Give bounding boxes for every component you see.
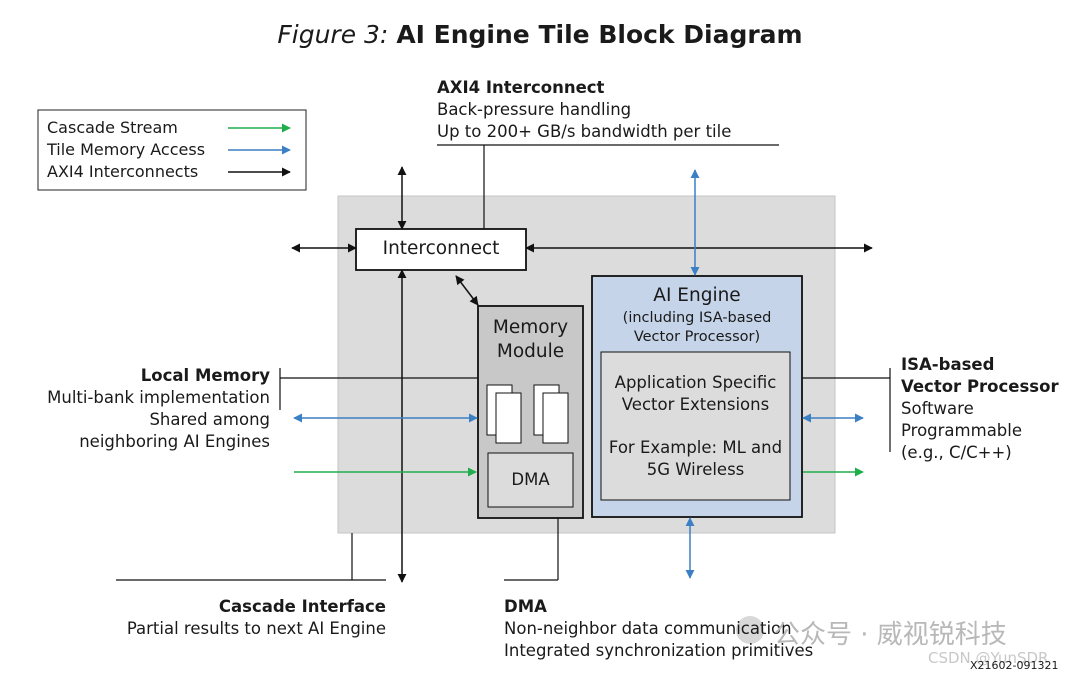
isa-heading-2: Vector Processor <box>901 377 1059 396</box>
dma-box <box>487 452 574 508</box>
dma-callout-line-1: Non-neighbor data communication <box>504 619 792 638</box>
isa-line-1: Software <box>901 399 974 418</box>
figure-title: Figure 3: AI Engine Tile Block Diagram <box>0 20 1080 49</box>
memory-module-label-2: Module <box>496 341 565 362</box>
isa-line-2: Programmable <box>901 421 1023 440</box>
memory-bank-right-front <box>542 392 569 444</box>
memory-module-label-1: Memory <box>492 317 569 338</box>
ai-engine-title: AI Engine <box>653 285 741 306</box>
vector-ext-line-2: Vector Extensions <box>621 395 770 414</box>
ai-engine-subtitle-1: (including ISA-based <box>622 310 772 326</box>
vector-ext-line-4: For Example: ML and <box>608 438 783 457</box>
dma-label: DMA <box>511 470 550 489</box>
axi4-arrow-to-memory <box>455 275 479 306</box>
local-memory-line-2: Shared among <box>149 410 270 429</box>
local-memory-line-1: Multi-bank implementation <box>47 388 270 407</box>
legend-label-cascade: Cascade Stream <box>47 118 178 137</box>
memory-bank-left-front <box>495 392 522 444</box>
csdn-watermark: CSDN @YunSDR <box>928 649 1049 667</box>
vector-ext-line-1: Application Specific <box>614 373 777 392</box>
figure-main-title: AI Engine Tile Block Diagram <box>396 20 803 49</box>
cascade-heading: Cascade Interface <box>218 597 386 616</box>
figure-prefix: Figure 3: <box>277 20 389 49</box>
local-memory-line-3: neighboring AI Engines <box>79 432 270 451</box>
wechat-logo-icon <box>736 616 764 644</box>
interconnect-box <box>355 228 527 271</box>
interconnect-label: Interconnect <box>382 238 500 259</box>
vector-ext-line-5: 5G Wireless <box>646 460 745 479</box>
ai-engine-subtitle-2: Vector Processor) <box>633 329 761 345</box>
isa-heading-1: ISA-based <box>901 355 995 374</box>
legend-label-axi4: AXI4 Interconnects <box>47 162 199 181</box>
legend-label-memory-access: Tile Memory Access <box>47 140 206 159</box>
dma-callout-line-2: Integrated synchronization primitives <box>504 641 814 660</box>
dma-callout-heading: DMA <box>504 597 547 616</box>
local-memory-heading: Local Memory <box>140 366 270 385</box>
vector-extensions-box <box>600 351 791 501</box>
figure-id: X21602-091321 <box>970 659 1059 672</box>
axi4-callout-heading: AXI4 Interconnect <box>437 78 605 97</box>
wechat-watermark: 公众号 · 威视锐科技 <box>774 620 1007 650</box>
axi4-callout-line-1: Back-pressure handling <box>437 100 632 119</box>
axi4-callout-line-2: Up to 200+ GB/s bandwidth per tile <box>437 122 732 141</box>
cascade-line-1: Partial results to next AI Engine <box>126 619 386 638</box>
isa-line-3: (e.g., C/C++) <box>901 443 1012 462</box>
